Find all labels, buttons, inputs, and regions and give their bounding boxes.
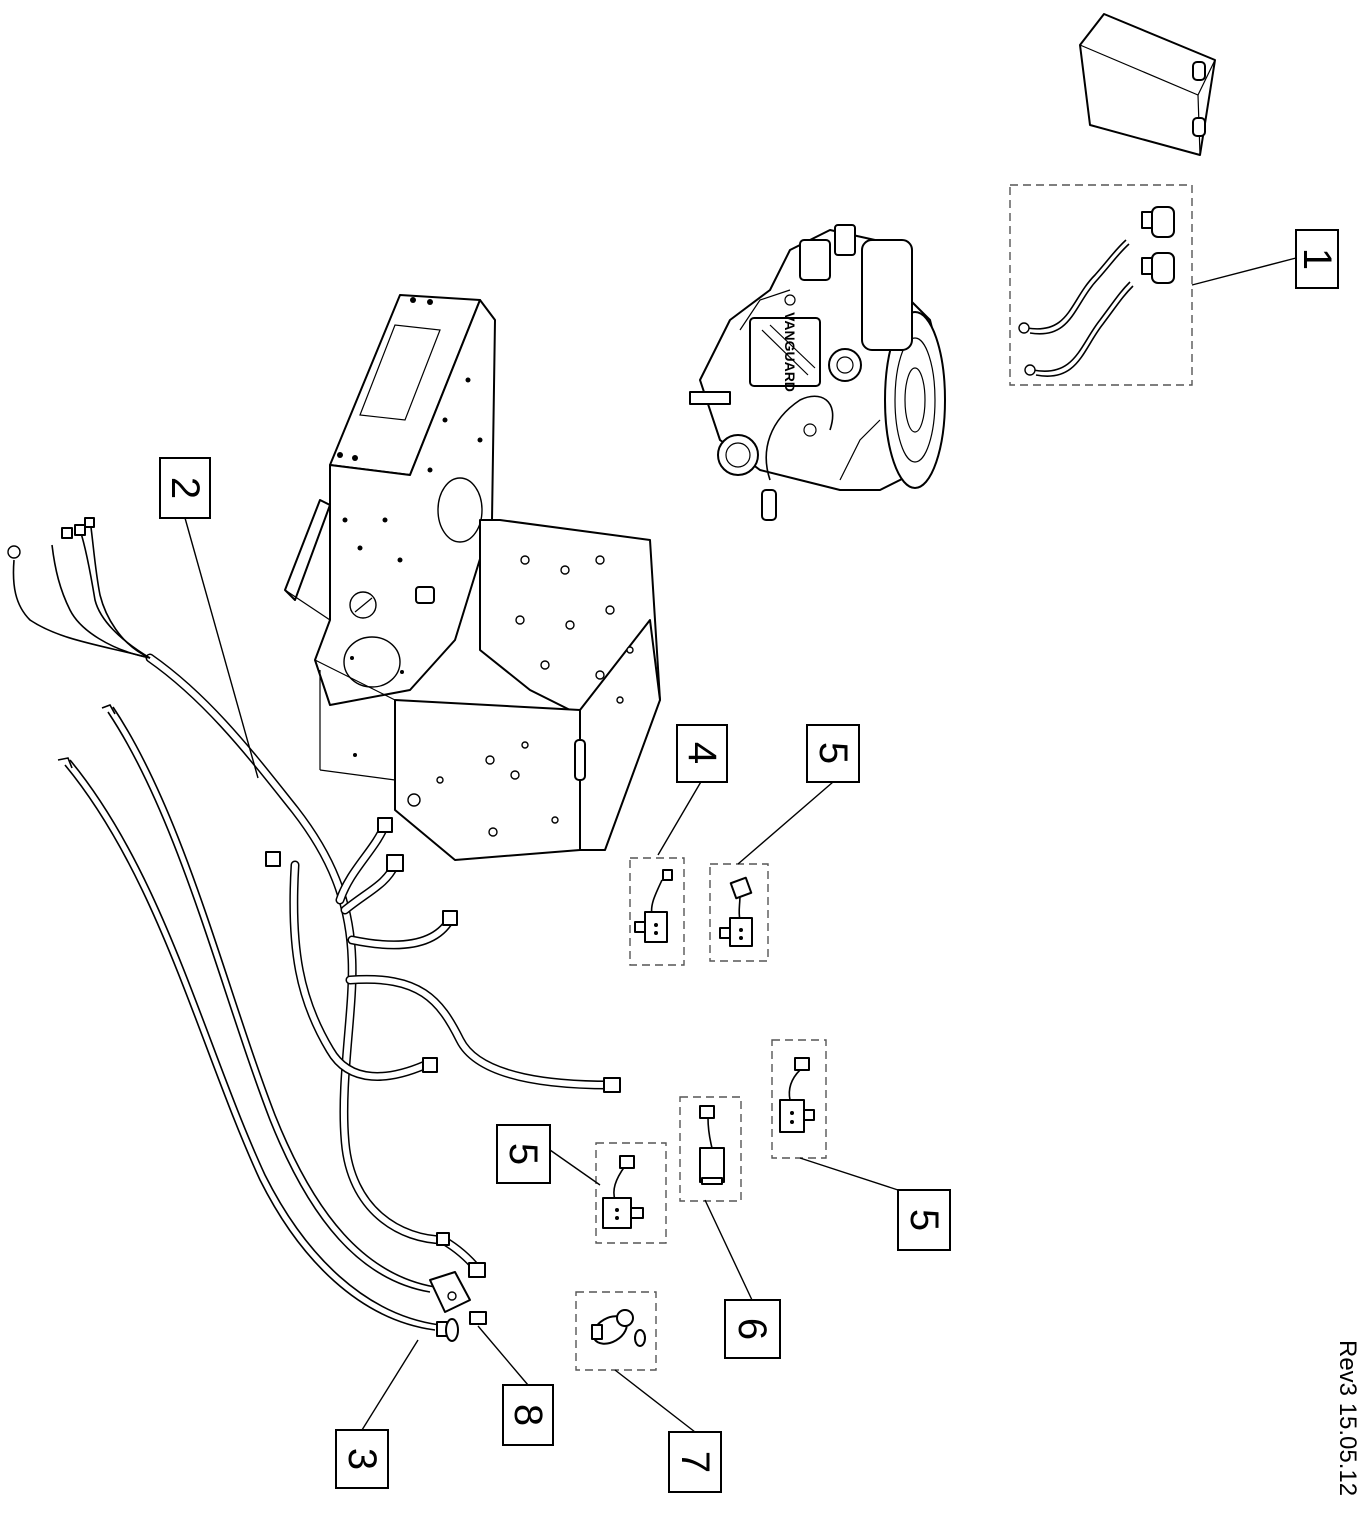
starter-cable bbox=[101, 704, 487, 1325]
pressure-switch-4 bbox=[629, 857, 685, 966]
svg-text:8: 8 bbox=[506, 1404, 550, 1426]
pressure-switch-5c bbox=[771, 1039, 827, 1159]
svg-text:3: 3 bbox=[340, 1448, 384, 1470]
callout-3: 3 bbox=[335, 1429, 389, 1489]
engine: VANGUARD bbox=[689, 224, 946, 521]
pressure-switch-5a bbox=[709, 863, 769, 962]
svg-text:2: 2 bbox=[163, 477, 207, 499]
revision-label: Rev3 15.05.12 bbox=[1334, 1340, 1359, 1496]
callout-8: 8 bbox=[502, 1384, 554, 1446]
sensor-7 bbox=[575, 1291, 657, 1371]
frame-chassis bbox=[284, 294, 661, 861]
svg-text:6: 6 bbox=[730, 1318, 774, 1340]
svg-text:5: 5 bbox=[501, 1143, 545, 1165]
engine-brand-label: VANGUARD bbox=[782, 312, 798, 392]
svg-text:5: 5 bbox=[811, 742, 855, 764]
svg-text:5: 5 bbox=[902, 1209, 946, 1231]
callout-5a: 5 bbox=[806, 724, 860, 783]
callout-4: 4 bbox=[676, 724, 728, 783]
battery-cable-kit bbox=[1009, 184, 1193, 386]
callout-5b: 5 bbox=[496, 1124, 551, 1184]
battery-box bbox=[1079, 13, 1216, 156]
callout-2: 2 bbox=[159, 457, 211, 519]
wiring-harness bbox=[7, 517, 621, 1278]
callout-5c: 5 bbox=[897, 1189, 951, 1251]
svg-text:1: 1 bbox=[1295, 248, 1339, 270]
svg-text:7: 7 bbox=[673, 1451, 717, 1473]
float-switch-6 bbox=[679, 1096, 742, 1202]
callout-1: 1 bbox=[1295, 229, 1339, 289]
callout-6: 6 bbox=[724, 1299, 781, 1359]
callout-7: 7 bbox=[668, 1431, 722, 1493]
pressure-switch-5b bbox=[595, 1142, 667, 1244]
svg-text:4: 4 bbox=[680, 742, 724, 764]
ground-cable bbox=[57, 757, 459, 1342]
